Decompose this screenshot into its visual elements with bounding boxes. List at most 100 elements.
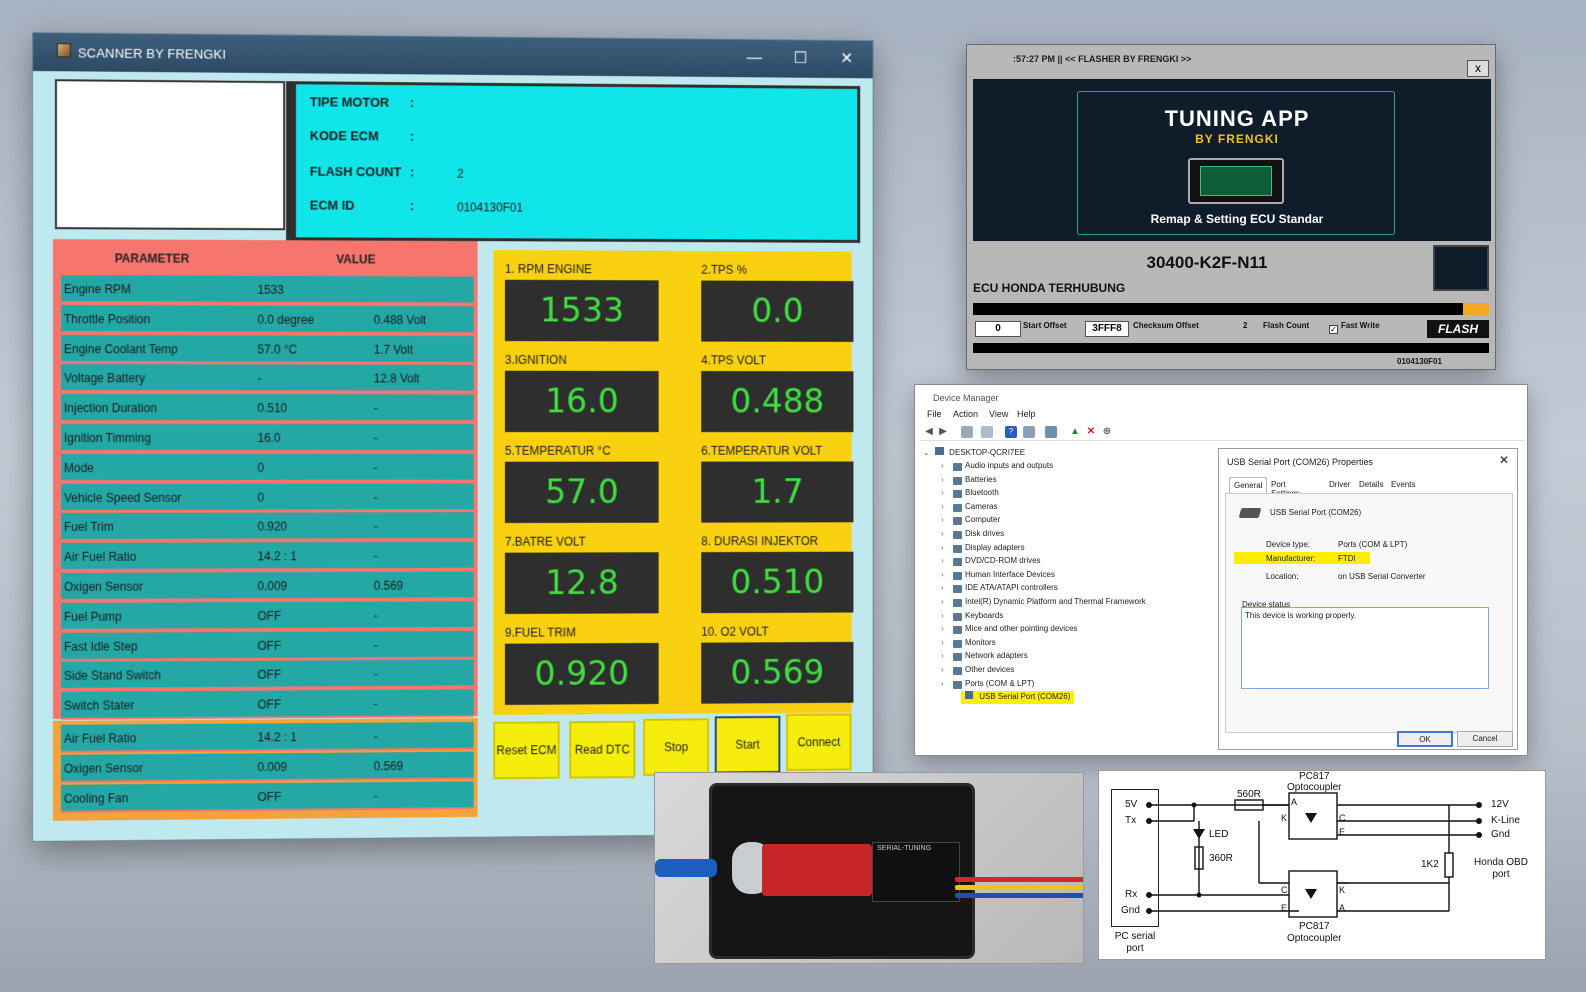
chevron-right-icon[interactable]: ›: [941, 515, 944, 525]
chevron-right-icon[interactable]: ›: [941, 651, 944, 661]
read-dtc-button[interactable]: Read DTC: [569, 720, 636, 779]
param-value: 0.920: [257, 519, 288, 534]
flasher-close-button[interactable]: x: [1467, 60, 1489, 77]
properties-dialog: USB Serial Port (COM26) Properties ✕ Gen…: [1218, 448, 1518, 750]
device-category-icon: [953, 476, 962, 485]
param-value: 57.0 °C: [257, 342, 298, 357]
pin-c-bottom: C: [1281, 885, 1288, 895]
toolbar: ◀ ▶ ? ▲ ✕ ⊕: [919, 423, 1525, 441]
back-icon[interactable]: ◀: [925, 426, 933, 437]
bottom-optocoupler-desc: Optocoupler: [1287, 933, 1342, 944]
update-driver-icon[interactable]: ▲: [1070, 426, 1080, 437]
device-type-value: Ports (COM & LPT): [1338, 540, 1408, 549]
param-volt: 0.569: [373, 759, 404, 774]
menu-file[interactable]: File: [927, 409, 942, 419]
param-name: Engine RPM: [63, 282, 132, 297]
start-button[interactable]: Start: [714, 715, 781, 774]
tab-events[interactable]: Events: [1391, 480, 1416, 489]
tree-subitem-label: USB Serial Port (COM26): [979, 692, 1071, 701]
tab-details[interactable]: Details: [1359, 480, 1384, 489]
close-button[interactable]: ✕: [840, 50, 854, 68]
menu-help[interactable]: Help: [1017, 409, 1036, 419]
flasher-ecm-id: 0104130F01: [1397, 357, 1442, 366]
chevron-right-icon[interactable]: ›: [941, 624, 944, 634]
download-icon[interactable]: ⊕: [1102, 426, 1112, 437]
tree-item-label: Cameras: [965, 501, 998, 511]
connect-button[interactable]: Connect: [786, 713, 852, 771]
checksum-offset-input[interactable]: 3FFF8: [1085, 321, 1129, 337]
dialog-close-icon[interactable]: ✕: [1499, 453, 1510, 467]
param-volt: 0.488 Volt: [373, 312, 427, 327]
tree-root-label: DESKTOP-QCRI7EE: [949, 448, 1026, 457]
chevron-right-icon[interactable]: ›: [941, 569, 944, 579]
ecu-icon: [1188, 158, 1284, 204]
banner-title: TUNING APP: [1164, 106, 1310, 131]
chevron-right-icon[interactable]: ›: [941, 637, 944, 647]
chevron-right-icon[interactable]: ›: [941, 474, 944, 484]
tree-subitem-usb-serial-port[interactable]: USB Serial Port (COM26): [961, 691, 1075, 704]
tree-item-label: Mice and other pointing devices: [965, 624, 1078, 634]
top-optocoupler-desc: Optocoupler: [1287, 782, 1342, 793]
minimize-button[interactable]: —: [746, 49, 763, 67]
chevron-right-icon[interactable]: ›: [941, 542, 944, 552]
fast-write-checkbox[interactable]: ✓: [1329, 325, 1338, 334]
chevron-right-icon[interactable]: ›: [941, 583, 944, 593]
gauge-label: 6.TEMPERATUR VOLT: [701, 443, 823, 458]
param-volt: -: [373, 608, 378, 623]
chevron-right-icon[interactable]: ›: [941, 556, 944, 566]
tree-item-label: Network adapters: [965, 651, 1028, 661]
tab-general[interactable]: General: [1229, 477, 1268, 493]
vehicle-image-box: [54, 79, 286, 231]
chevron-right-icon[interactable]: ›: [941, 678, 944, 688]
chevron-right-icon[interactable]: ›: [941, 488, 944, 498]
chevron-right-icon[interactable]: ›: [941, 597, 944, 606]
properties-icon[interactable]: [961, 426, 973, 438]
pin-k-bottom: K: [1339, 885, 1346, 895]
device-category-icon: [953, 503, 962, 512]
reset-ecm-button[interactable]: Reset ECM: [493, 721, 560, 780]
tree-item-label: Ports (COM & LPT): [965, 678, 1035, 688]
ok-button[interactable]: OK: [1397, 731, 1453, 747]
menu-view[interactable]: View: [989, 409, 1009, 419]
wire-yellow: [955, 885, 1083, 890]
info-value: 0104130F01: [457, 200, 523, 215]
chevron-right-icon[interactable]: ›: [941, 501, 944, 511]
chevron-right-icon[interactable]: ›: [941, 610, 944, 620]
menu-action[interactable]: Action: [953, 409, 979, 419]
param-value: 16.0: [257, 431, 281, 445]
tree-root[interactable]: ⌄ DESKTOP-QCRI7EE: [923, 447, 1026, 457]
flash-count-label: Flash Count: [1263, 321, 1310, 330]
pin-e-bottom: E: [1281, 903, 1288, 913]
forward-icon[interactable]: ▶: [939, 426, 947, 437]
pin-k-top: K: [1281, 813, 1288, 823]
help-icon[interactable]: ?: [1005, 426, 1017, 438]
scan-icon[interactable]: [1023, 426, 1035, 438]
maximize-button[interactable]: ☐: [793, 50, 808, 67]
flash-button[interactable]: FLASH: [1427, 320, 1489, 338]
cancel-button[interactable]: Cancel: [1457, 731, 1513, 747]
info-label: ECM ID: [309, 197, 355, 213]
refresh-icon[interactable]: [981, 426, 993, 438]
chevron-right-icon[interactable]: ›: [941, 665, 944, 674]
gauge-label: 5.TEMPERATUR °C: [504, 443, 611, 458]
chevron-right-icon[interactable]: ›: [941, 461, 944, 470]
bottom-optocoupler-part: PC817: [1299, 921, 1330, 932]
start-offset-input[interactable]: 0: [975, 321, 1021, 337]
uninstall-icon[interactable]: ✕: [1086, 426, 1096, 437]
gauge-value: 12.8: [504, 552, 659, 614]
tab-driver[interactable]: Driver: [1329, 480, 1351, 489]
monitor-icon[interactable]: [1045, 426, 1057, 438]
resistor-560r-label: 560R: [1237, 789, 1261, 800]
tree-item-label: Audio inputs and outputs: [965, 461, 1054, 470]
param-value: 1533: [257, 282, 284, 297]
chevron-right-icon[interactable]: ›: [941, 529, 944, 538]
device-status-box[interactable]: This device is working properly.: [1241, 607, 1489, 689]
stop-button[interactable]: Stop: [643, 718, 709, 776]
tab-port-settings[interactable]: Port Settings: [1271, 480, 1300, 498]
